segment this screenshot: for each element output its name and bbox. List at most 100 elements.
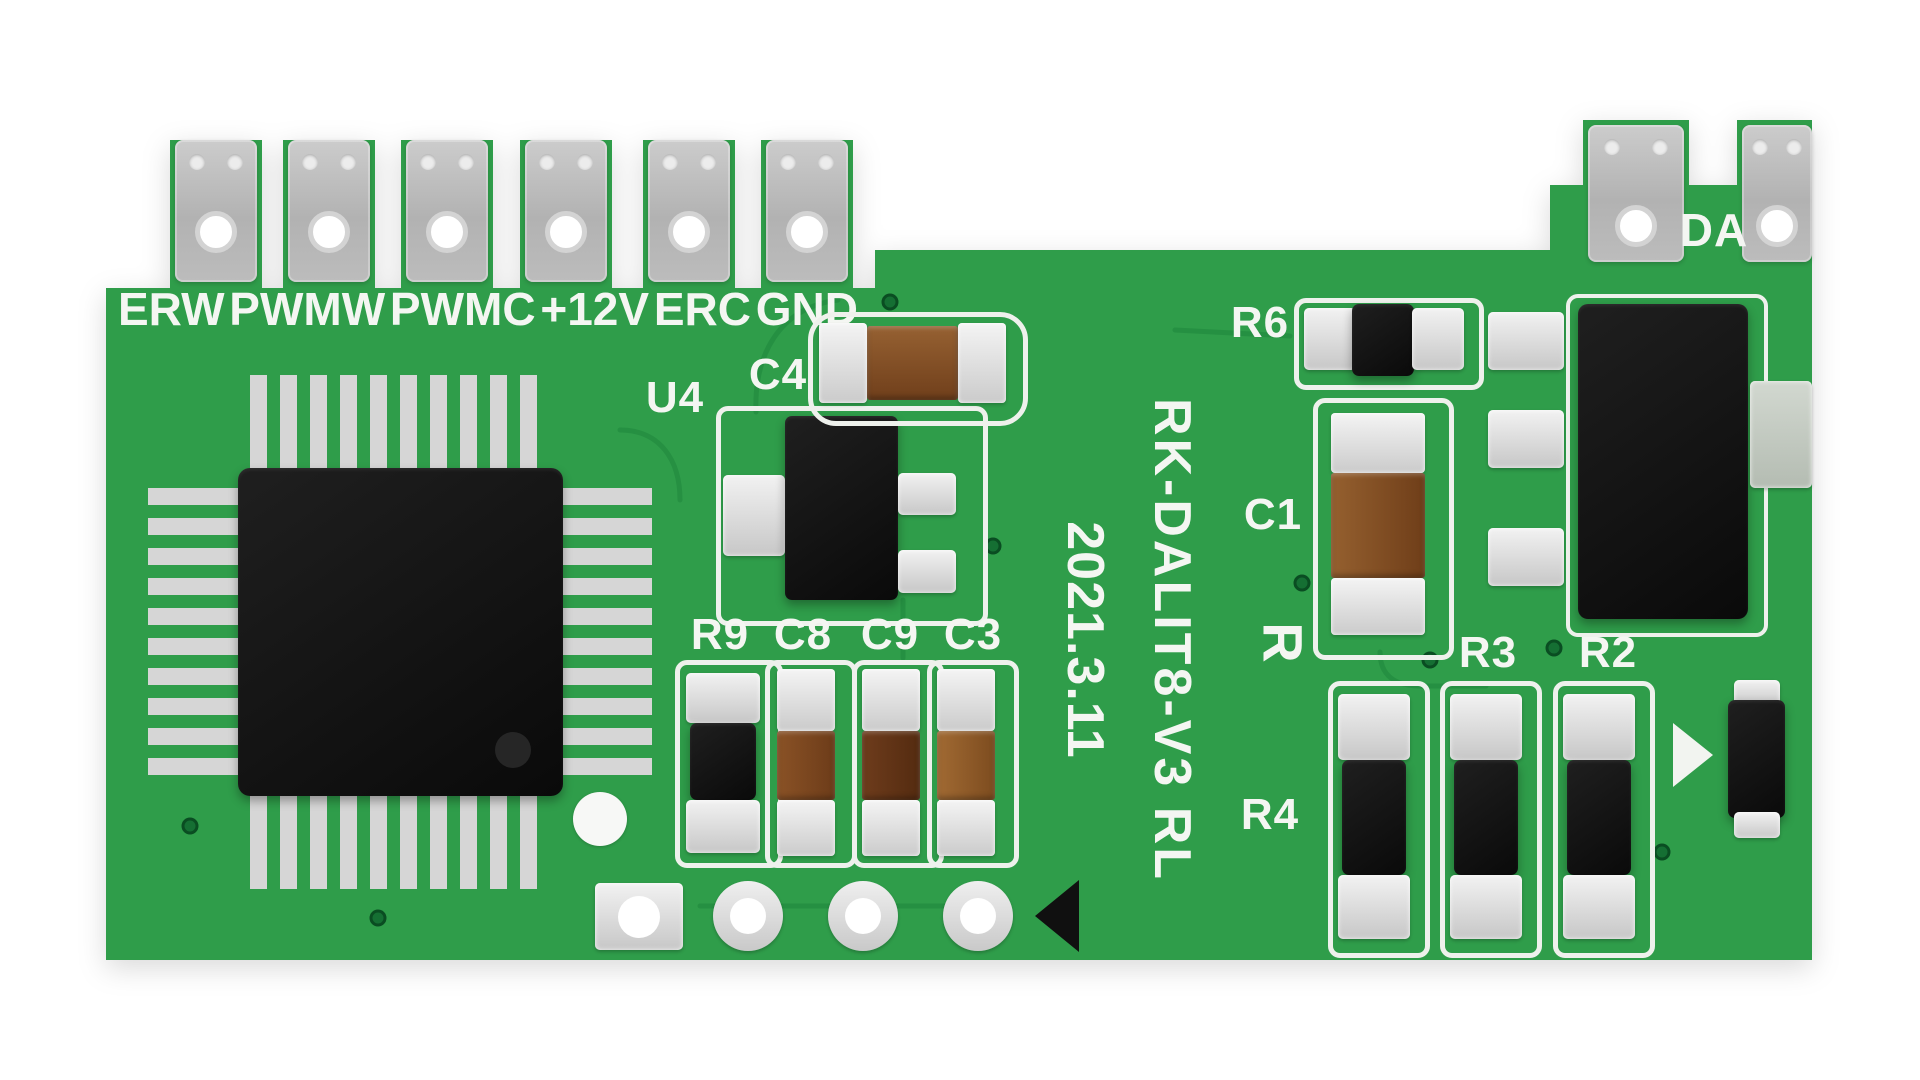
- u4-pad: [898, 550, 956, 593]
- u4-tab-pad: [723, 475, 785, 556]
- c9-body: [862, 731, 920, 800]
- right-arrow-silkscreen-marker: [1673, 723, 1713, 787]
- terminal-hole: [195, 211, 237, 253]
- via-dot: [984, 537, 1002, 555]
- terminal-hole: [426, 211, 468, 253]
- label-c9: C9: [860, 610, 920, 659]
- terminal-rivet-dot: [577, 154, 593, 170]
- r6-pad: [1412, 308, 1464, 370]
- terminal-pad-pwmc: [406, 140, 488, 282]
- silkscreen-circle-pad: [573, 792, 627, 846]
- r4-silkscreen-outline: [1328, 681, 1430, 958]
- main-ic-pins-right: [560, 488, 652, 778]
- programming-pad-square: [595, 883, 683, 950]
- r3-silkscreen-outline: [1440, 681, 1542, 958]
- label-erc: ERC: [653, 283, 751, 335]
- terminal-rivet-dot: [227, 154, 243, 170]
- programming-pad-round: [713, 881, 783, 951]
- silkscreen-date-text: 2021.3.11: [1056, 521, 1114, 759]
- label-12v: +12V: [540, 283, 650, 335]
- c1-body: [1331, 473, 1425, 578]
- pad-hole: [960, 898, 996, 934]
- terminal-hole: [1615, 205, 1657, 247]
- main-ic-pin1-marker: [495, 732, 531, 768]
- terminal-rivet-dot: [458, 154, 474, 170]
- terminal-rivet-dot: [1604, 139, 1620, 155]
- main-ic-pins-left: [148, 488, 240, 778]
- power-ic-body: [1578, 304, 1748, 619]
- c3-end-cap: [937, 800, 995, 856]
- c3-end-cap: [937, 669, 995, 731]
- label-r2: R2: [1578, 628, 1638, 677]
- r4-body: [1342, 760, 1406, 875]
- label-c1: C1: [1243, 490, 1303, 539]
- via-dot: [181, 817, 199, 835]
- label-r-single: R: [1251, 622, 1315, 664]
- label-pwmw: PWMW: [229, 283, 386, 335]
- via-dot: [1293, 574, 1311, 592]
- terminal-pad-erw: [175, 140, 257, 282]
- terminal-pad-gnd: [766, 140, 848, 282]
- terminal-pad-pwmw: [288, 140, 370, 282]
- pad-hole: [618, 895, 660, 938]
- diode-body: [1728, 700, 1785, 818]
- c1-end-cap: [1331, 578, 1425, 635]
- terminal-rivet-dot: [780, 154, 796, 170]
- left-arrow-marker: [1035, 880, 1079, 952]
- pad-hole: [845, 898, 881, 934]
- diode-pad: [1734, 812, 1780, 838]
- label-r9: R9: [690, 610, 750, 659]
- terminal-rivet-dot: [302, 154, 318, 170]
- r2-pad: [1563, 694, 1635, 760]
- label-c3: C3: [943, 610, 1003, 659]
- label-c8: C8: [773, 610, 833, 659]
- terminal-rivet-dot: [818, 154, 834, 170]
- terminal-hole: [786, 211, 828, 253]
- u4-body: [785, 416, 898, 600]
- copper-trace: [1172, 327, 1293, 339]
- label-r6: R6: [1230, 298, 1290, 347]
- c3-body: [937, 731, 995, 800]
- r3-body: [1454, 760, 1518, 875]
- r3-pad: [1450, 875, 1522, 939]
- via-dot: [881, 293, 899, 311]
- power-ic-pad: [1488, 410, 1564, 468]
- power-ic-pad: [1488, 312, 1564, 370]
- c4-end-cap: [958, 323, 1006, 403]
- programming-pad-round: [943, 881, 1013, 951]
- terminal-rivet-dot: [420, 154, 436, 170]
- terminal-pad-da-2: [1742, 125, 1812, 262]
- label-c4: C4: [748, 350, 808, 399]
- label-pwmc: PWMC: [389, 283, 536, 335]
- r9-pad: [686, 673, 760, 723]
- terminal-rivet-dot: [189, 154, 205, 170]
- r6-silkscreen-outline: [1294, 298, 1484, 390]
- c4-body: [867, 326, 958, 400]
- r9-body: [690, 723, 756, 800]
- r4-pad: [1338, 694, 1410, 760]
- c4-silkscreen-outline: [808, 312, 1028, 426]
- u4-pad: [898, 473, 956, 515]
- r4-pad: [1338, 875, 1410, 939]
- label-r4: R4: [1240, 790, 1300, 839]
- r2-silkscreen-outline: [1553, 681, 1655, 958]
- r2-body: [1567, 760, 1631, 875]
- terminal-rivet-dot: [1786, 139, 1802, 155]
- c1-silkscreen-outline: [1313, 398, 1454, 660]
- label-erw: ERW: [118, 283, 225, 335]
- c3-silkscreen-outline: [927, 660, 1019, 868]
- c4-end-cap: [819, 323, 867, 403]
- label-u4: U4: [645, 373, 705, 422]
- u4-silkscreen-outline: [716, 406, 988, 626]
- c9-end-cap: [862, 800, 920, 856]
- terminal-hole: [668, 211, 710, 253]
- programming-pad-round: [828, 881, 898, 951]
- silkscreen-model-text: RK-DALIT8-V3 RL: [1143, 397, 1201, 883]
- label-r3: R3: [1458, 628, 1518, 677]
- c8-body: [777, 731, 835, 800]
- power-ic-tab-pad: [1750, 381, 1812, 488]
- terminal-rivet-dot: [1652, 139, 1668, 155]
- via-dot: [1545, 639, 1563, 657]
- copper-trace: [753, 297, 841, 415]
- terminal-hole: [1756, 205, 1798, 247]
